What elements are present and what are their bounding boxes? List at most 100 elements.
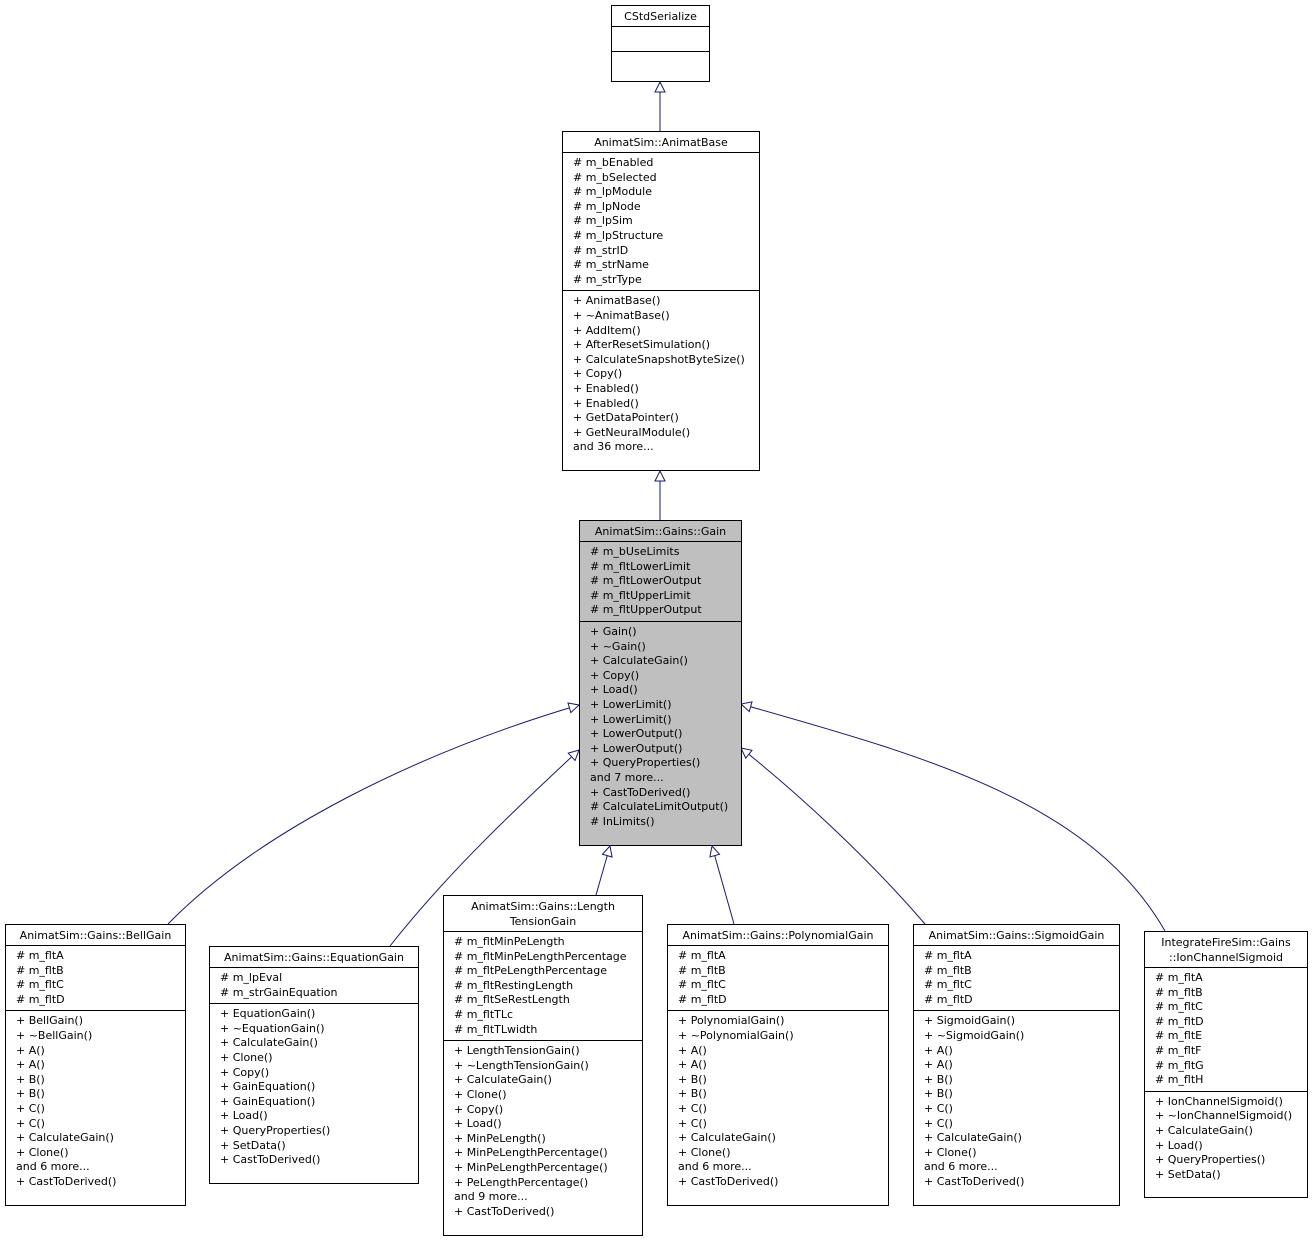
method-section: + IonChannelSigmoid()+ ~IonChannelSigmoi… xyxy=(1145,1092,1307,1186)
attribute-row: # m_fltB xyxy=(924,963,972,977)
method-row: and 36 more... xyxy=(573,440,654,454)
method-row: + LowerOutput() xyxy=(590,741,683,755)
class-title: AnimatSim::Gains::BellGain xyxy=(6,925,185,946)
class-gain[interactable]: AnimatSim::Gains::Gain # m_bUseLimits# m… xyxy=(579,520,742,846)
attribute-section: # m_bEnabled# m_bSelected# m_lpModule# m… xyxy=(563,153,759,292)
attribute-row: # m_fltD xyxy=(924,992,973,1006)
class-title: CStdSerialize xyxy=(612,6,709,27)
method-row: + Copy() xyxy=(454,1102,504,1116)
method-row: + Clone() xyxy=(924,1145,977,1159)
class-title: AnimatSim::Gains::EquationGain xyxy=(210,947,418,968)
attribute-row: # m_fltRestingLength xyxy=(454,978,574,992)
attribute-section: # m_lpEval# m_strGainEquation xyxy=(210,968,418,1005)
attribute-row: # m_fltE xyxy=(1155,1029,1203,1043)
method-row: + Load() xyxy=(454,1117,502,1131)
method-section: + SigmoidGain()+ ~SigmoidGain()+ A()+ A(… xyxy=(914,1011,1119,1192)
method-row: + AnimatBase() xyxy=(573,294,661,308)
attribute-row: # m_fltA xyxy=(678,949,726,962)
edge-bellgain-to-gain xyxy=(167,705,579,925)
method-row: + CastToDerived() xyxy=(16,1174,117,1188)
method-row: + A() xyxy=(16,1043,45,1057)
attribute-row: # m_fltSeRestLength xyxy=(454,993,570,1007)
method-row: + CastToDerived() xyxy=(678,1174,779,1188)
attribute-row: # m_bEnabled xyxy=(573,156,654,169)
method-row: + Clone() xyxy=(678,1145,731,1159)
method-row: + MinPeLengthPercentage() xyxy=(454,1146,608,1160)
attribute-row: # m_fltA xyxy=(1155,971,1203,984)
attribute-row: # m_lpEval xyxy=(220,971,283,984)
method-section: + Gain()+ ~Gain()+ CalculateGain()+ Copy… xyxy=(580,622,741,832)
method-section xyxy=(612,52,709,76)
method-row: + GainEquation() xyxy=(220,1080,316,1094)
attribute-section: # m_fltMinPeLength# m_fltMinPeLengthPerc… xyxy=(444,932,642,1042)
method-row: + CalculateGain() xyxy=(220,1036,318,1050)
attribute-row: # m_fltC xyxy=(16,978,64,992)
method-row: + SigmoidGain() xyxy=(924,1014,1016,1028)
attribute-row: # m_fltD xyxy=(1155,1014,1204,1028)
class-cstdserialize[interactable]: CStdSerialize xyxy=(611,5,710,82)
class-bellgain[interactable]: AnimatSim::Gains::BellGain # m_fltA# m_f… xyxy=(5,924,186,1206)
attribute-row: # m_fltB xyxy=(16,963,64,977)
attribute-row: # m_fltMinPeLength xyxy=(454,935,565,948)
class-lengthtensiongain[interactable]: AnimatSim::Gains::Length TensionGain # m… xyxy=(443,895,643,1236)
edge-ionchannelsigmoid-to-gain xyxy=(741,704,1166,932)
method-row: # CalculateLimitOutput() xyxy=(590,800,729,814)
attribute-row: # m_fltC xyxy=(1155,1000,1203,1014)
method-row: + ~SigmoidGain() xyxy=(924,1028,1025,1042)
attribute-section: # m_bUseLimits# m_fltLowerLimit# m_fltLo… xyxy=(580,542,741,622)
method-row: + PolynomialGain() xyxy=(678,1014,785,1028)
attribute-row: # m_lpSim xyxy=(573,214,633,228)
attribute-row: # m_strName xyxy=(573,258,649,272)
method-row: + CalculateGain() xyxy=(16,1131,114,1145)
class-equationgain[interactable]: AnimatSim::Gains::EquationGain # m_lpEva… xyxy=(209,946,419,1184)
method-section: + PolynomialGain()+ ~PolynomialGain()+ A… xyxy=(668,1011,888,1192)
attribute-row: # m_fltUpperLimit xyxy=(590,588,691,602)
edge-equationgain-to-gain xyxy=(389,750,579,947)
method-row: + QueryProperties() xyxy=(220,1123,331,1137)
attribute-row: # m_fltMinPeLengthPercentage xyxy=(454,949,627,963)
class-animatbase[interactable]: AnimatSim::AnimatBase # m_bEnabled# m_bS… xyxy=(562,131,760,471)
attribute-row: # m_fltA xyxy=(924,949,972,962)
attribute-row: # m_fltB xyxy=(678,963,726,977)
method-row: and 6 more... xyxy=(678,1160,752,1174)
attribute-row: # m_lpModule xyxy=(573,185,652,199)
attribute-row: # m_lpStructure xyxy=(573,228,664,242)
attribute-row: # m_fltB xyxy=(1155,985,1203,999)
attribute-row: # m_lpNode xyxy=(573,199,641,213)
attribute-row: # m_strGainEquation xyxy=(220,985,338,999)
method-row: and 9 more... xyxy=(454,1190,528,1204)
method-row: + B() xyxy=(924,1087,953,1101)
method-row: + Enabled() xyxy=(573,396,639,410)
edge-polynomialgain-to-gain xyxy=(712,846,735,925)
method-row: + Copy() xyxy=(573,367,623,381)
method-section: + LengthTensionGain()+ ~LengthTensionGai… xyxy=(444,1041,642,1222)
attribute-row: # m_fltLowerOutput xyxy=(590,574,702,588)
class-title: AnimatSim::Gains::Gain xyxy=(580,521,741,542)
method-row: + EquationGain() xyxy=(220,1007,316,1021)
attribute-row: # m_fltH xyxy=(1155,1073,1204,1087)
attribute-row: # m_fltPeLengthPercentage xyxy=(454,964,608,978)
attribute-row: # m_fltG xyxy=(1155,1058,1204,1072)
method-row: + A() xyxy=(678,1058,707,1072)
method-row: + B() xyxy=(16,1072,45,1086)
method-row: + Enabled() xyxy=(573,381,639,395)
attribute-row: # m_fltC xyxy=(924,978,972,992)
method-row: + BellGain() xyxy=(16,1014,84,1028)
class-title: AnimatSim::Gains::SigmoidGain xyxy=(914,925,1119,946)
method-row: + Load() xyxy=(1155,1138,1203,1152)
method-row: + CastToDerived() xyxy=(454,1204,555,1218)
method-row: + Load() xyxy=(590,683,638,697)
class-ionchannelsigmoid[interactable]: IntegrateFireSim::Gains ::IonChannelSigm… xyxy=(1144,931,1308,1198)
method-row: + Clone() xyxy=(220,1050,273,1064)
class-title: AnimatSim::AnimatBase xyxy=(563,132,759,153)
method-row: + ~IonChannelSigmoid() xyxy=(1155,1109,1293,1123)
attribute-row: # m_fltTLc xyxy=(454,1007,514,1021)
attribute-section: # m_fltA# m_fltB# m_fltC# m_fltD xyxy=(914,946,1119,1012)
class-title: AnimatSim::Gains::Length TensionGain xyxy=(444,896,642,932)
class-sigmoidgain[interactable]: AnimatSim::Gains::SigmoidGain # m_fltA# … xyxy=(913,924,1120,1206)
edge-sigmoidgain-to-gain xyxy=(741,748,926,925)
class-polynomialgain[interactable]: AnimatSim::Gains::PolynomialGain # m_flt… xyxy=(667,924,889,1206)
edge-lengthtensiongain-to-gain xyxy=(595,846,610,896)
method-row: + CastToDerived() xyxy=(924,1174,1025,1188)
